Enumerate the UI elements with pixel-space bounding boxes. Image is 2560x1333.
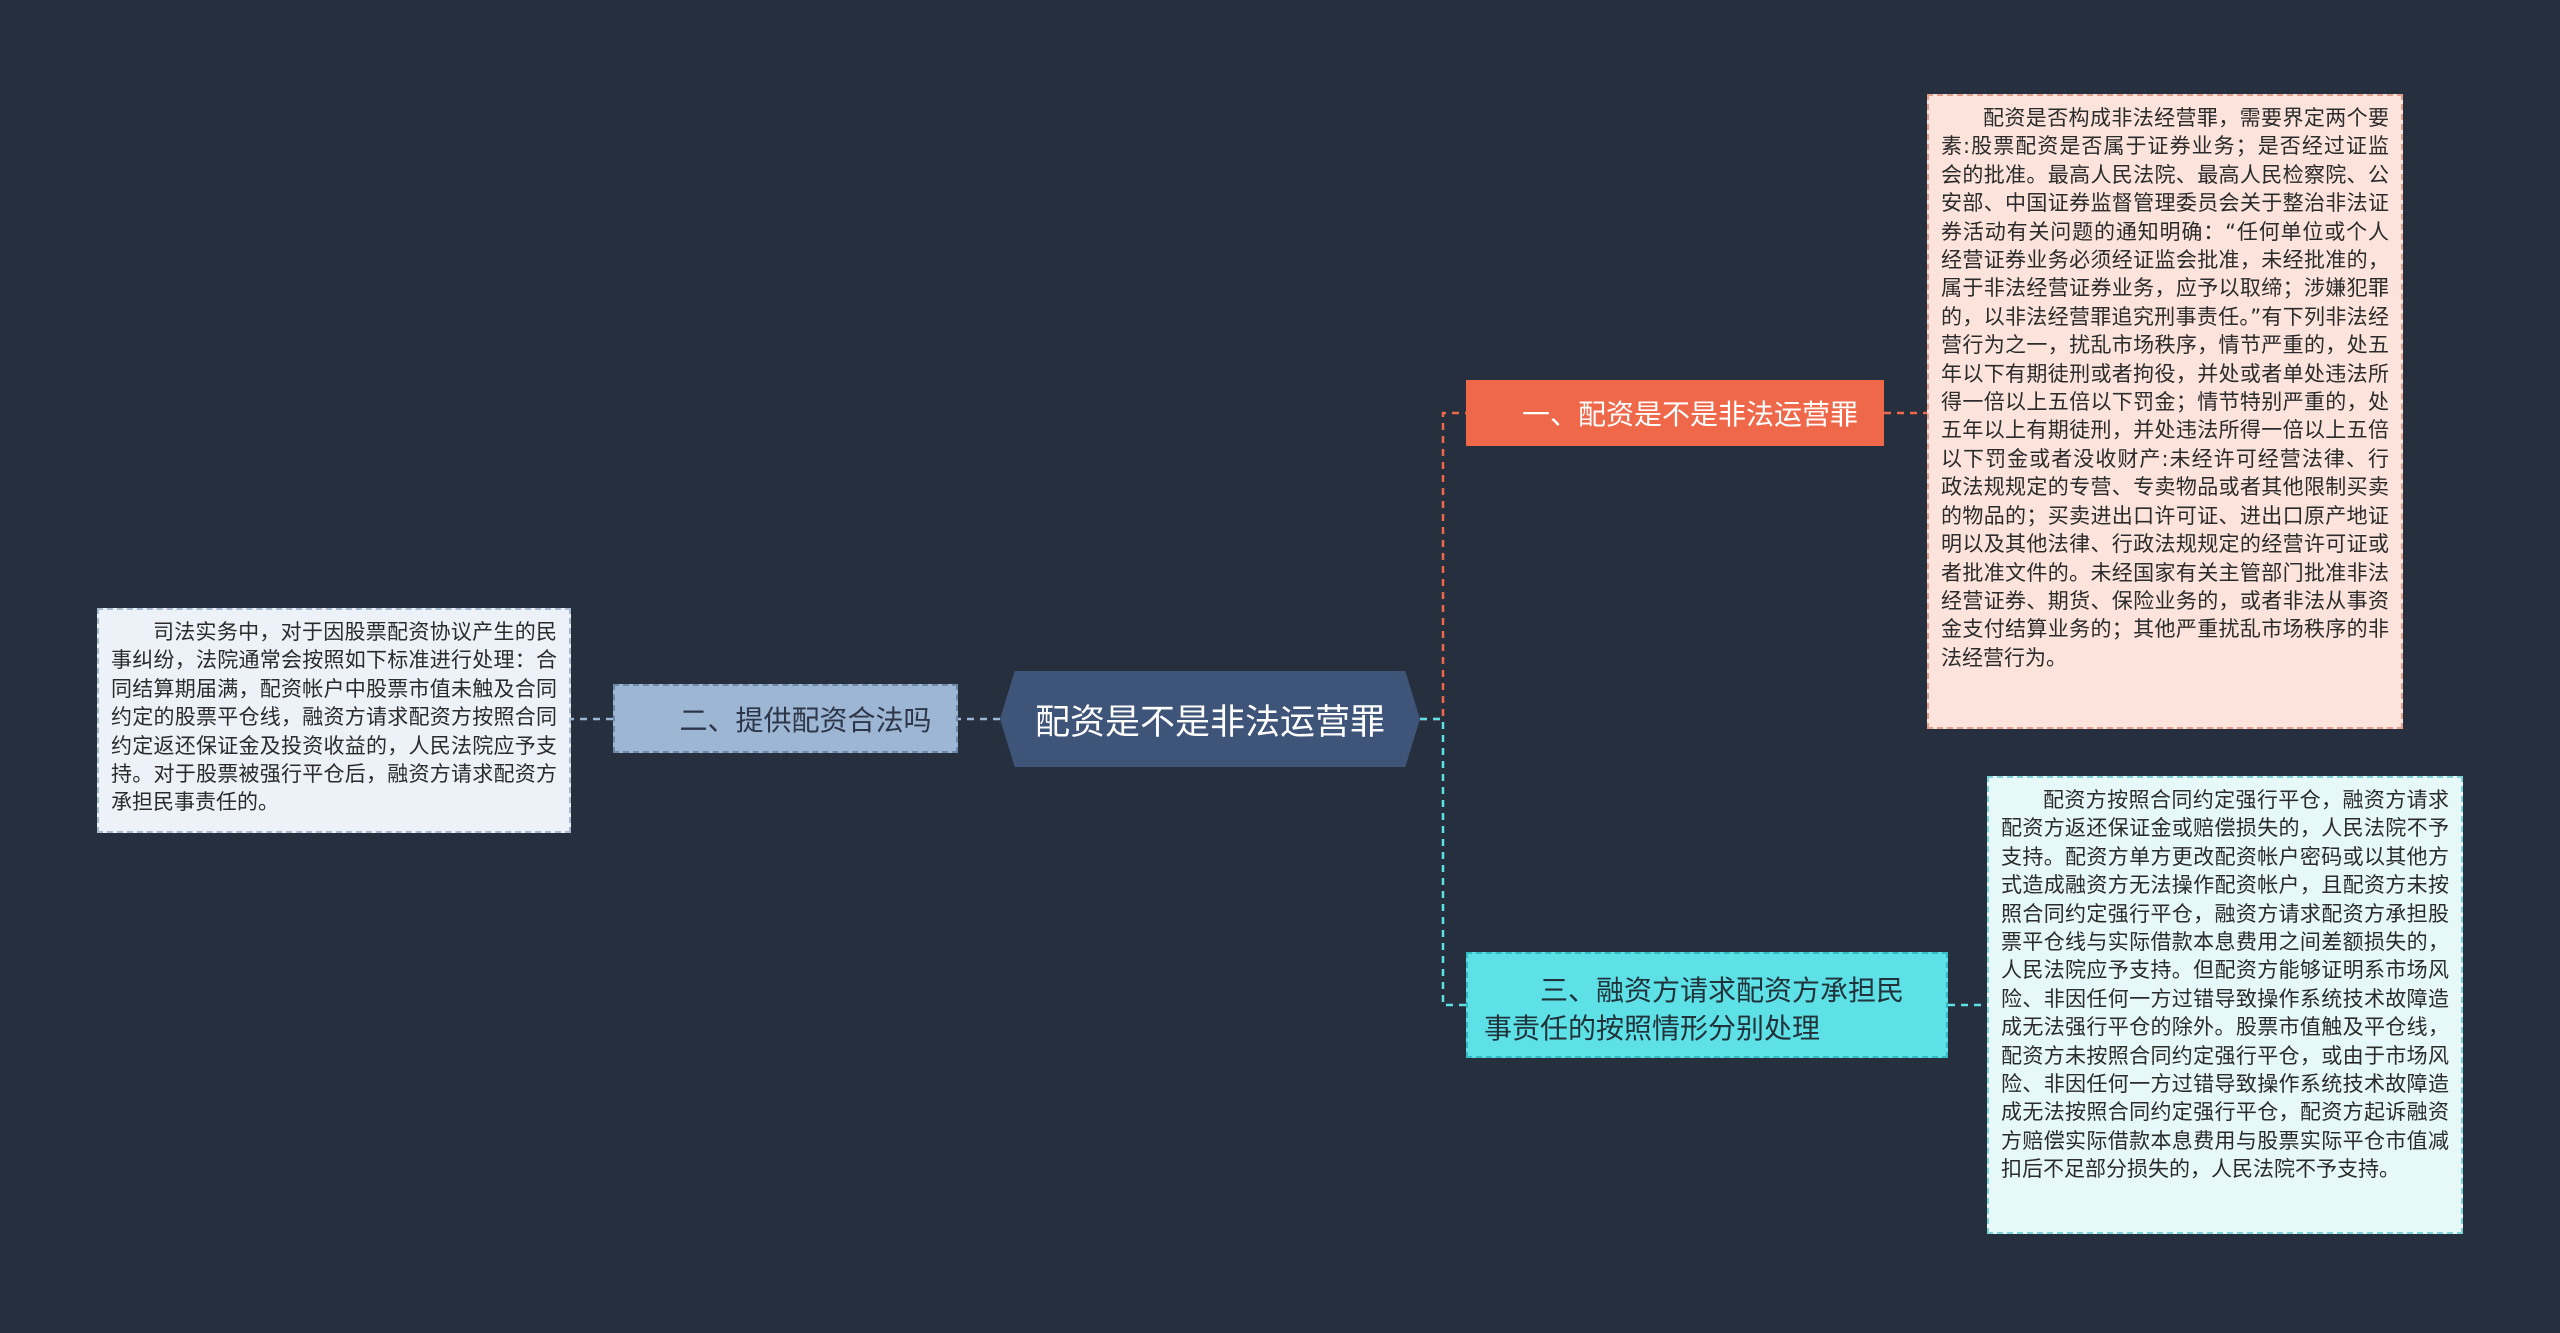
central-topic-label: 配资是不是非法运营罪 [1034,702,1385,743]
detail-note-3[interactable]: 配资方按照合同约定强行平仓，融资方请求配资方返还保证金或赔偿损失的，人民法院不予… [1987,776,2463,1234]
detail-note-2-text: 司法实务中，对于因股票配资协议产生的民事纠纷，法院通常会按照如下标准进行处理：合… [111,620,557,815]
central-topic[interactable]: 配资是不是非法运营罪 [1000,671,1420,767]
connector-center-to-branch-1 [1420,411,1466,721]
detail-note-3-text: 配资方按照合同约定强行平仓，融资方请求配资方返还保证金或赔偿损失的，人民法院不予… [2001,788,2449,1182]
detail-note-1-text: 配资是否构成非法经营罪，需要界定两个要素:股票配资是否属于证券业务；是否经过证监… [1941,106,2389,670]
branch-topic-1-label: 一、配资是不是非法运营罪 [1521,398,1858,431]
branch-topic-3[interactable]: 三、融资方请求配资方承担民事责任的按照情形分别处理 [1466,952,1948,1058]
connector-center-to-branch-3 [1420,717,1466,1007]
branch-topic-2[interactable]: 二、提供配资合法吗 [613,684,958,753]
detail-note-2[interactable]: 司法实务中，对于因股票配资协议产生的民事纠纷，法院通常会按照如下标准进行处理：合… [97,608,571,833]
branch-topic-1[interactable]: 一、配资是不是非法运营罪 [1466,380,1884,446]
branch-topic-3-label: 三、融资方请求配资方承担民事责任的按照情形分别处理 [1484,974,1905,1045]
branch-topic-2-label: 二、提供配资合法吗 [679,703,932,737]
detail-note-1[interactable]: 配资是否构成非法经营罪，需要界定两个要素:股票配资是否属于证券业务；是否经过证监… [1927,94,2403,729]
